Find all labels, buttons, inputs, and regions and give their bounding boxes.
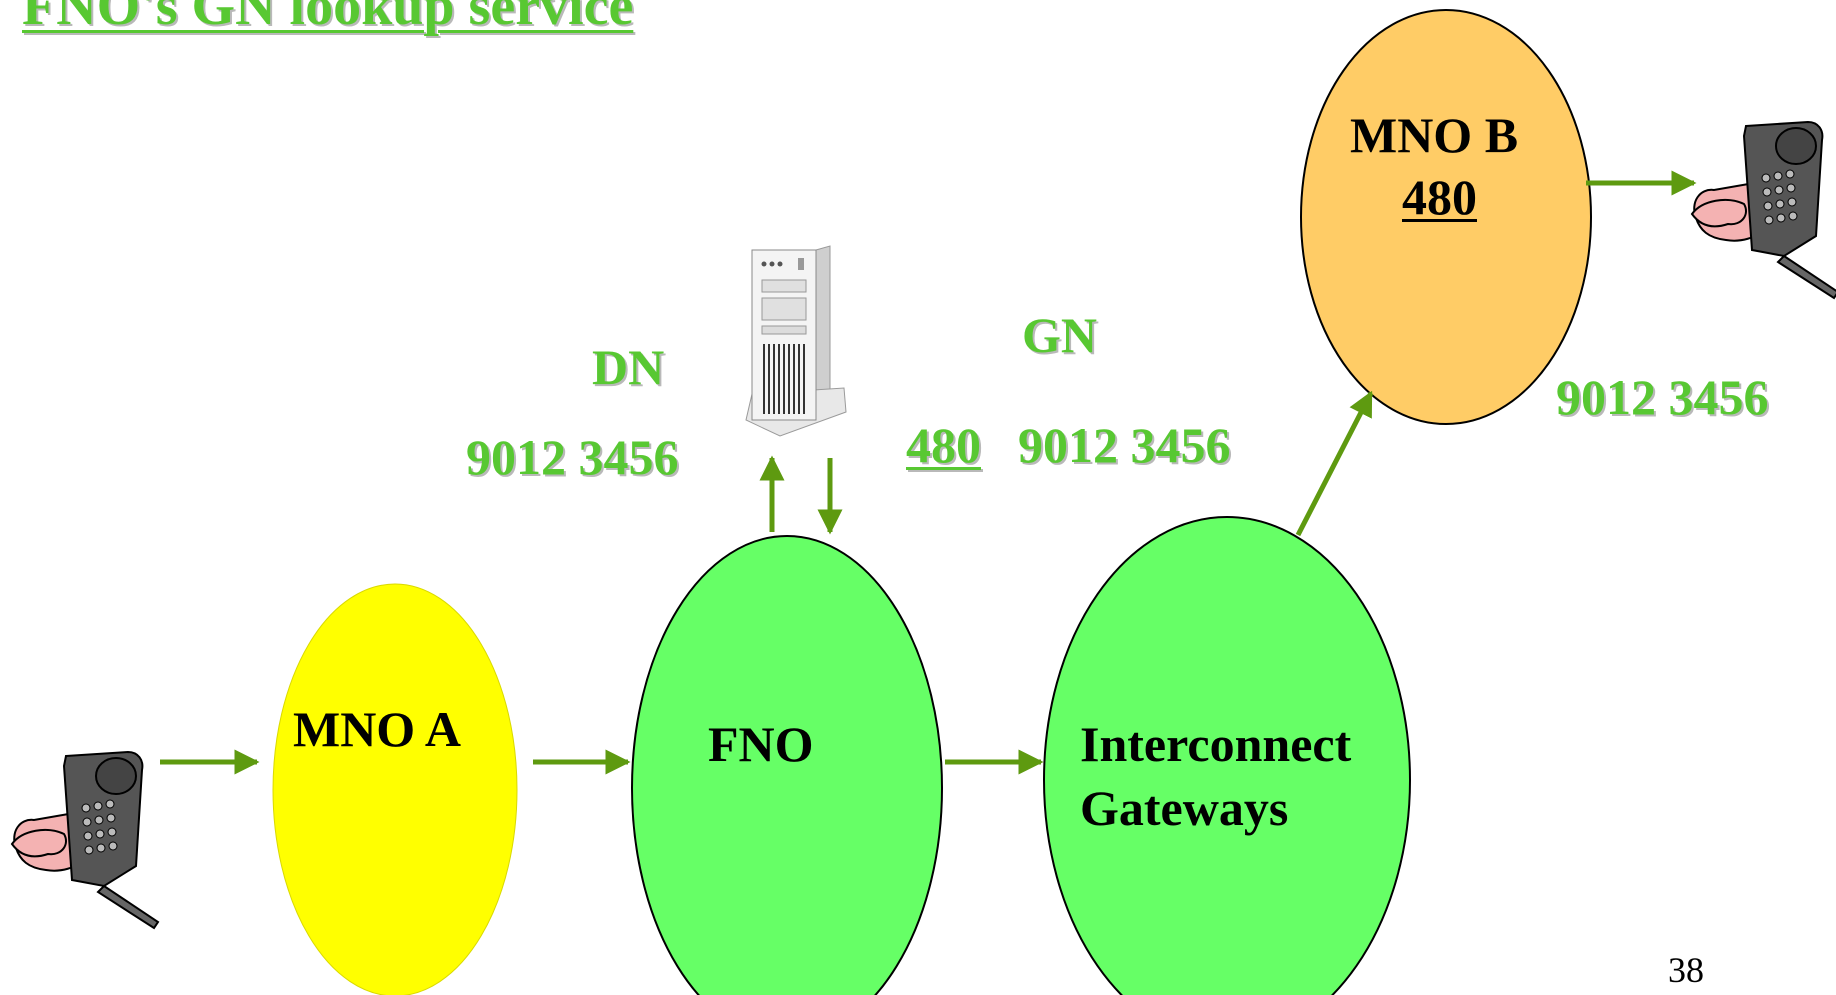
interconnect-label-line2: Gateways	[1080, 780, 1289, 836]
mno-b-node	[1300, 9, 1592, 425]
gn-prefix: 480	[906, 417, 981, 473]
dn-label: DN	[592, 339, 665, 395]
page-title: FNO's GN lookup service	[22, 0, 634, 37]
interconnect-node	[1043, 516, 1411, 995]
caller-handset-icon	[11, 751, 159, 929]
gn-number: 9012 3456	[1018, 417, 1231, 473]
dn-number: 9012 3456	[466, 429, 679, 485]
mno-b-code: 480	[1402, 169, 1477, 225]
callee-handset-icon	[1691, 121, 1836, 299]
fno-label: FNO	[708, 716, 814, 772]
fno-node	[631, 535, 943, 995]
arrow-interconnect-to-mno-b	[1295, 390, 1374, 537]
page-number: 38	[1668, 950, 1704, 990]
mno-a-label: MNO A	[293, 701, 462, 757]
mno-a-node	[272, 583, 518, 995]
server-tower-icon	[745, 245, 847, 437]
destination-number: 9012 3456	[1556, 369, 1769, 425]
mno-b-label: MNO B	[1350, 107, 1519, 163]
gn-label: GN	[1022, 307, 1097, 363]
interconnect-label-line1: Interconnect	[1080, 716, 1352, 772]
